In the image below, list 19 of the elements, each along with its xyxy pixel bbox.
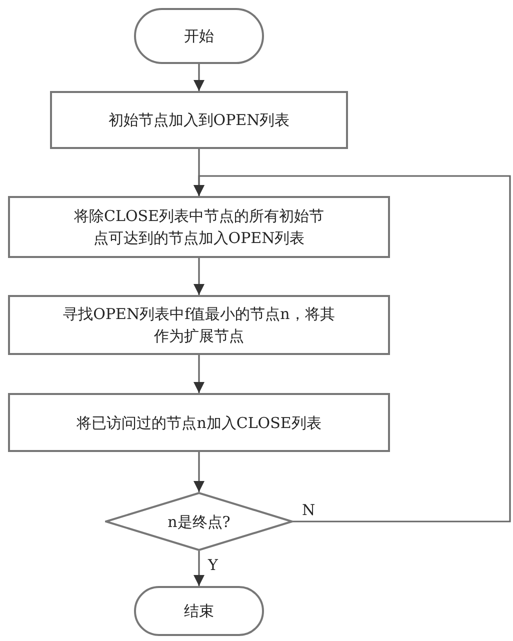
node-text: 开始 <box>184 26 214 47</box>
process-box <box>8 393 390 452</box>
end-terminal <box>134 586 264 636</box>
node-text: 结束 <box>184 601 214 622</box>
decision-diamond <box>105 492 293 551</box>
arrow <box>193 175 511 522</box>
arrow <box>193 551 205 586</box>
process-box <box>50 91 348 149</box>
node-text: 初始节点加入到OPEN列表 <box>108 110 290 131</box>
arrow <box>193 258 205 295</box>
arrow <box>193 355 205 393</box>
arrow <box>193 64 205 91</box>
node-text: 寻找OPEN列表中f值最小的节点n，将其作为扩展节点 <box>62 304 336 347</box>
node-text: n是终点? <box>168 512 230 532</box>
arrow <box>193 452 205 492</box>
node-text: 将已访问过的节点n加入CLOSE列表 <box>76 412 322 434</box>
process-box <box>8 196 390 258</box>
node-text: 将除CLOSE列表中节点的所有初始节点可达到的节点加入OPEN列表 <box>73 206 325 249</box>
process-box <box>8 295 390 355</box>
